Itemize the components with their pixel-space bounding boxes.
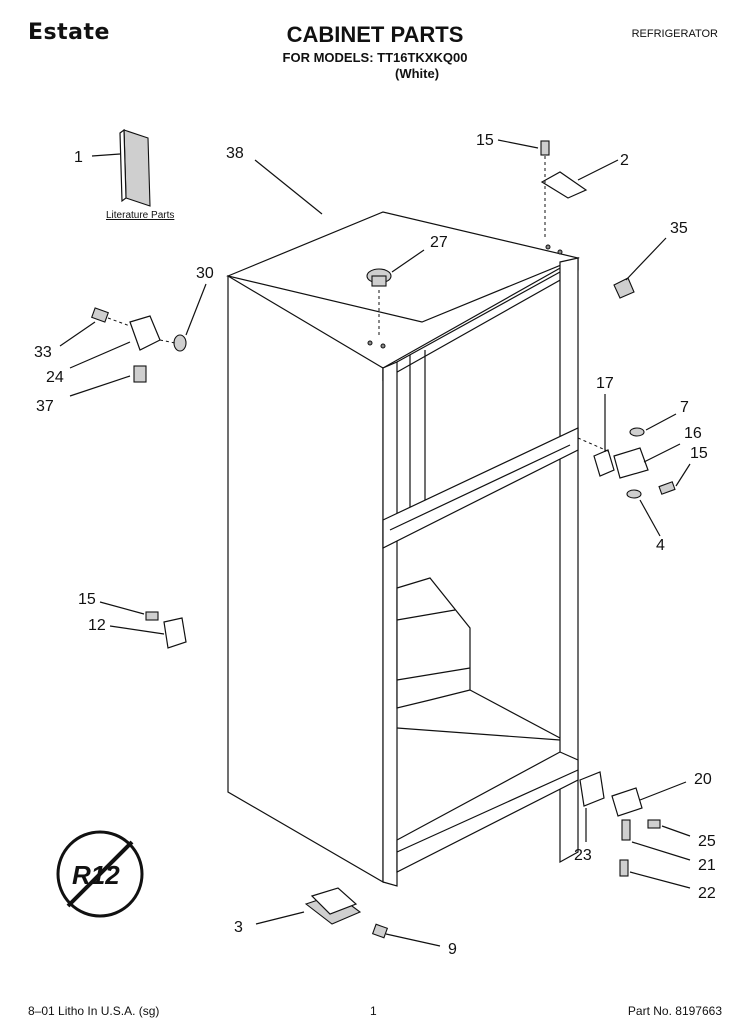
refrigerant-logo-text: R12 <box>72 860 120 890</box>
callout-15-hinge: 15 <box>690 445 708 462</box>
center-hinge-assembly <box>577 427 676 499</box>
callout-38: 38 <box>226 145 244 162</box>
callout-37: 37 <box>36 398 54 415</box>
part-number: Part No. 8197663 <box>627 1004 722 1018</box>
callout-9: 9 <box>448 941 457 958</box>
leader-lines <box>59 139 691 947</box>
callout-16: 16 <box>684 425 702 442</box>
callout-30: 30 <box>196 265 214 282</box>
bracket-assembly <box>145 611 187 649</box>
compressor-mount <box>304 887 389 939</box>
callout-1: 1 <box>74 149 83 166</box>
page-title: CABINET PARTS <box>286 22 464 47</box>
callouts: 1 38 15 2 27 35 30 33 24 37 17 7 16 15 4… <box>34 132 716 958</box>
leveler <box>613 277 635 299</box>
callout-24: 24 <box>46 369 64 386</box>
callout-25: 25 <box>698 833 716 850</box>
bottom-hinge-assembly <box>579 771 661 877</box>
callout-15-bracket: 15 <box>78 591 96 608</box>
top-hinge <box>540 140 588 240</box>
plug-button <box>366 268 392 338</box>
callout-22: 22 <box>698 885 716 902</box>
callout-3: 3 <box>234 919 243 936</box>
callout-33: 33 <box>34 344 52 361</box>
cabinet-shell <box>226 211 580 887</box>
litho-note: 8–01 Litho In U.S.A. (sg) <box>28 1004 160 1018</box>
category-label: REFRIGERATOR <box>631 28 718 40</box>
callout-12: 12 <box>88 617 106 634</box>
page-number: 1 <box>370 1004 377 1018</box>
callout-20: 20 <box>694 771 712 788</box>
callout-17: 17 <box>596 375 614 392</box>
callout-21: 21 <box>698 857 716 874</box>
callout-4: 4 <box>656 537 665 554</box>
color-label: (White) <box>395 66 440 81</box>
callout-27: 27 <box>430 234 448 251</box>
refrigerant-logo: R12 <box>56 830 144 918</box>
brand-logo: Estate <box>28 20 110 45</box>
literature-parts-label: Literature Parts <box>106 210 174 221</box>
callout-15-top: 15 <box>476 132 494 149</box>
callout-2: 2 <box>620 152 629 169</box>
literature-parts-booklet <box>119 128 151 207</box>
left-hinge-assembly <box>91 307 187 383</box>
callout-23: 23 <box>574 847 592 864</box>
callout-7: 7 <box>680 399 689 416</box>
callout-35: 35 <box>670 220 688 237</box>
models-line: FOR MODELS: TT16TKXKQ00 <box>282 50 468 65</box>
